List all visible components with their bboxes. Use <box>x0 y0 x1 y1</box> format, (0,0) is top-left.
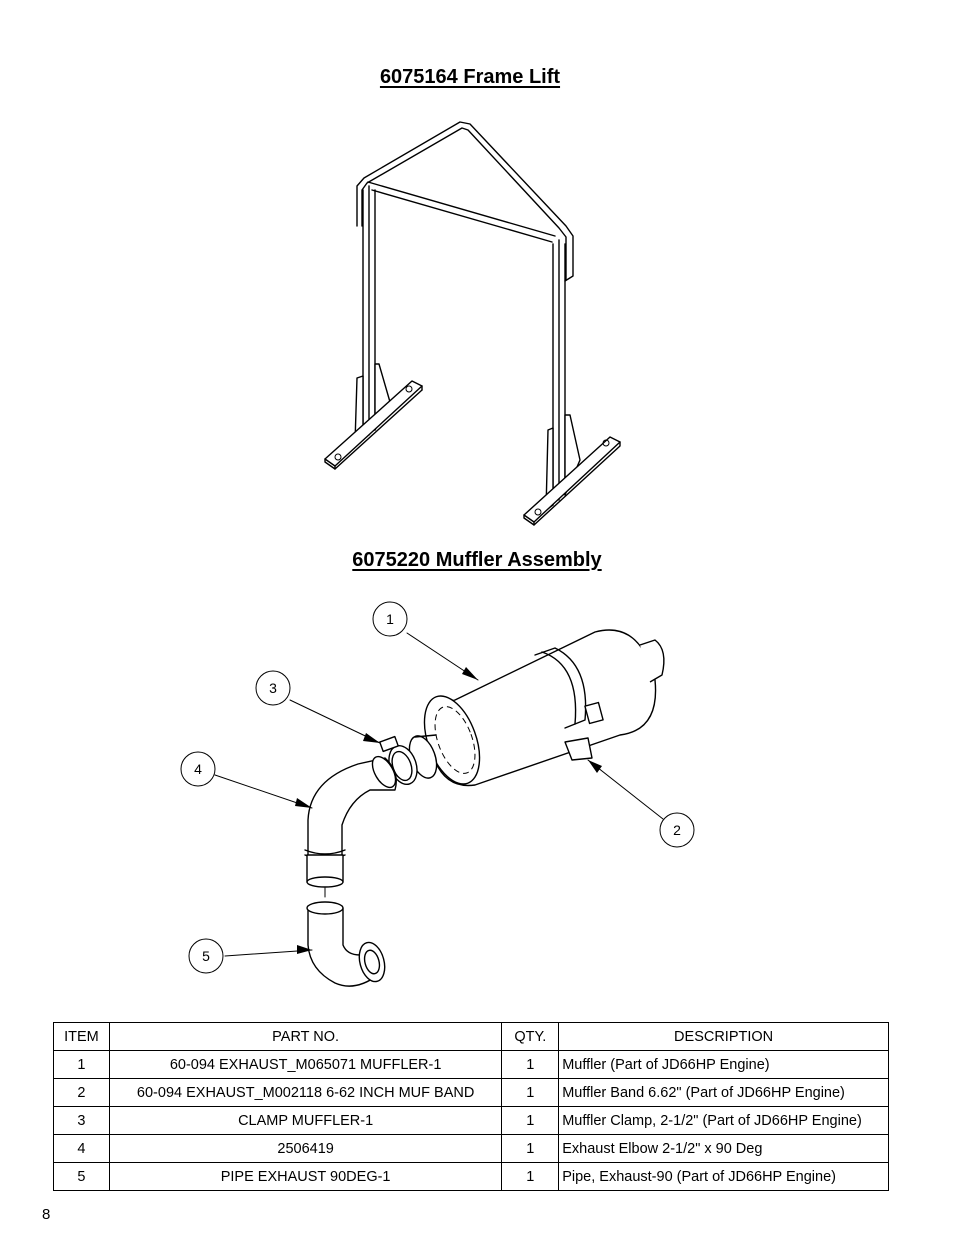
frame-lift-title: 6075164 Frame Lift <box>379 66 561 88</box>
description-cell: Muffler (Part of JD66HP Engine) <box>558 1050 889 1079</box>
muffler-assembly-title: 6075220 Muffler Assembly <box>352 549 602 571</box>
qty-cell: 1 <box>501 1134 560 1163</box>
header-item: ITEM <box>53 1022 110 1051</box>
qty-cell: 1 <box>501 1162 560 1191</box>
item-cell: 1 <box>53 1050 110 1079</box>
part-no-cell: CLAMP MUFFLER-1 <box>108 1106 503 1135</box>
table-row: 3 CLAMP MUFFLER-1 1 Muffler Clamp, 2-1/2… <box>53 1106 889 1135</box>
callout-2: 2 <box>659 812 695 848</box>
qty-cell: 1 <box>501 1078 560 1107</box>
item-cell: 5 <box>53 1162 110 1191</box>
part-no-cell: PIPE EXHAUST 90DEG-1 <box>108 1162 503 1191</box>
page-number: 8 <box>42 1206 51 1223</box>
qty-cell: 1 <box>501 1106 560 1135</box>
svg-text:3: 3 <box>269 680 277 696</box>
header-description: DESCRIPTION <box>558 1022 889 1051</box>
callout-1: 1 <box>372 601 408 637</box>
item-cell: 3 <box>53 1106 110 1135</box>
item-cell: 2 <box>53 1078 110 1107</box>
callout-4: 4 <box>180 751 216 787</box>
svg-text:2: 2 <box>673 822 681 838</box>
qty-cell: 1 <box>501 1050 560 1079</box>
table-row: 1 60-094 EXHAUST_M065071 MUFFLER-1 1 Muf… <box>53 1050 889 1079</box>
part-no-cell: 60-094 EXHAUST_M065071 MUFFLER-1 <box>108 1050 503 1079</box>
part-no-cell: 2506419 <box>108 1134 503 1163</box>
callout-5: 5 <box>188 938 224 974</box>
description-cell: Muffler Band 6.62" (Part of JD66HP Engin… <box>558 1078 889 1107</box>
table-row: 2 60-094 EXHAUST_M002118 6-62 INCH MUF B… <box>53 1078 889 1107</box>
part-no-cell: 60-094 EXHAUST_M002118 6-62 INCH MUF BAN… <box>108 1078 503 1107</box>
table-row: 4 2506419 1 Exhaust Elbow 2-1/2" x 90 De… <box>53 1134 889 1163</box>
svg-text:5: 5 <box>202 948 210 964</box>
callout-3: 3 <box>255 670 291 706</box>
description-cell: Pipe, Exhaust-90 (Part of JD66HP Engine) <box>558 1162 889 1191</box>
header-qty: QTY. <box>501 1022 560 1051</box>
item-cell: 4 <box>53 1134 110 1163</box>
header-part-no: PART NO. <box>108 1022 503 1051</box>
parts-table: ITEM PART NO. QTY. DESCRIPTION 1 60-094 … <box>53 1022 889 1191</box>
description-cell: Exhaust Elbow 2-1/2" x 90 Deg <box>558 1134 889 1163</box>
description-cell: Muffler Clamp, 2-1/2" (Part of JD66HP En… <box>558 1106 889 1135</box>
svg-text:4: 4 <box>194 761 202 777</box>
table-header-row: ITEM PART NO. QTY. DESCRIPTION <box>53 1022 889 1051</box>
table-row: 5 PIPE EXHAUST 90DEG-1 1 Pipe, Exhaust-9… <box>53 1162 889 1191</box>
svg-text:1: 1 <box>386 611 394 627</box>
